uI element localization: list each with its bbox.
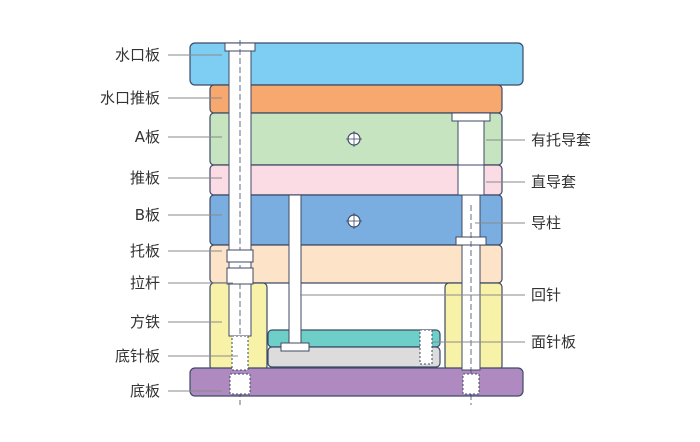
label-straight-guide-bushing: 直导套 (531, 173, 577, 191)
label-spacer-block: 方铁 (129, 313, 160, 331)
straight-guide-bushing-shape (457, 164, 485, 196)
supported-guide-bushing-flange (451, 112, 491, 122)
puller-rod-sleeve-1 (226, 249, 254, 263)
guide-pin-bolt (462, 373, 480, 395)
label-sprue-stripper-plate: 水口推板 (99, 89, 160, 107)
ejector-retainer-plate-shape (267, 346, 441, 368)
label-ejector-retainer-plate: 底针板 (114, 347, 160, 365)
label-sprue-plate: 水口板 (114, 46, 160, 64)
label-supported-guide-bushing: 有托导套 (531, 131, 592, 149)
label-clamp-plate: 底板 (129, 382, 160, 400)
puller-rod-screw (231, 335, 249, 371)
label-a-plate: A板 (134, 128, 160, 146)
support-plate-shape (209, 244, 503, 284)
label-b-plate: B板 (134, 206, 160, 224)
label-support-plate: 托板 (129, 242, 160, 260)
clamp-plate-shape (189, 367, 524, 397)
supported-guide-bushing-shape (457, 112, 485, 166)
label-puller-rod: 拉杆 (129, 274, 160, 292)
label-return-pin: 回针 (531, 286, 562, 304)
ejector-plate-screw (419, 329, 433, 365)
return-pin-head (280, 342, 310, 352)
sprue-stripper-plate-shape (209, 84, 503, 114)
puller-rod-bolt-head (229, 373, 251, 395)
label-stripper-plate: 推板 (129, 169, 160, 187)
label-guide-pin: 导柱 (531, 214, 562, 232)
puller-rod-sleeve-2 (226, 267, 254, 285)
return-pin-shape (288, 194, 302, 351)
label-ejector-plate: 面针板 (531, 333, 577, 351)
